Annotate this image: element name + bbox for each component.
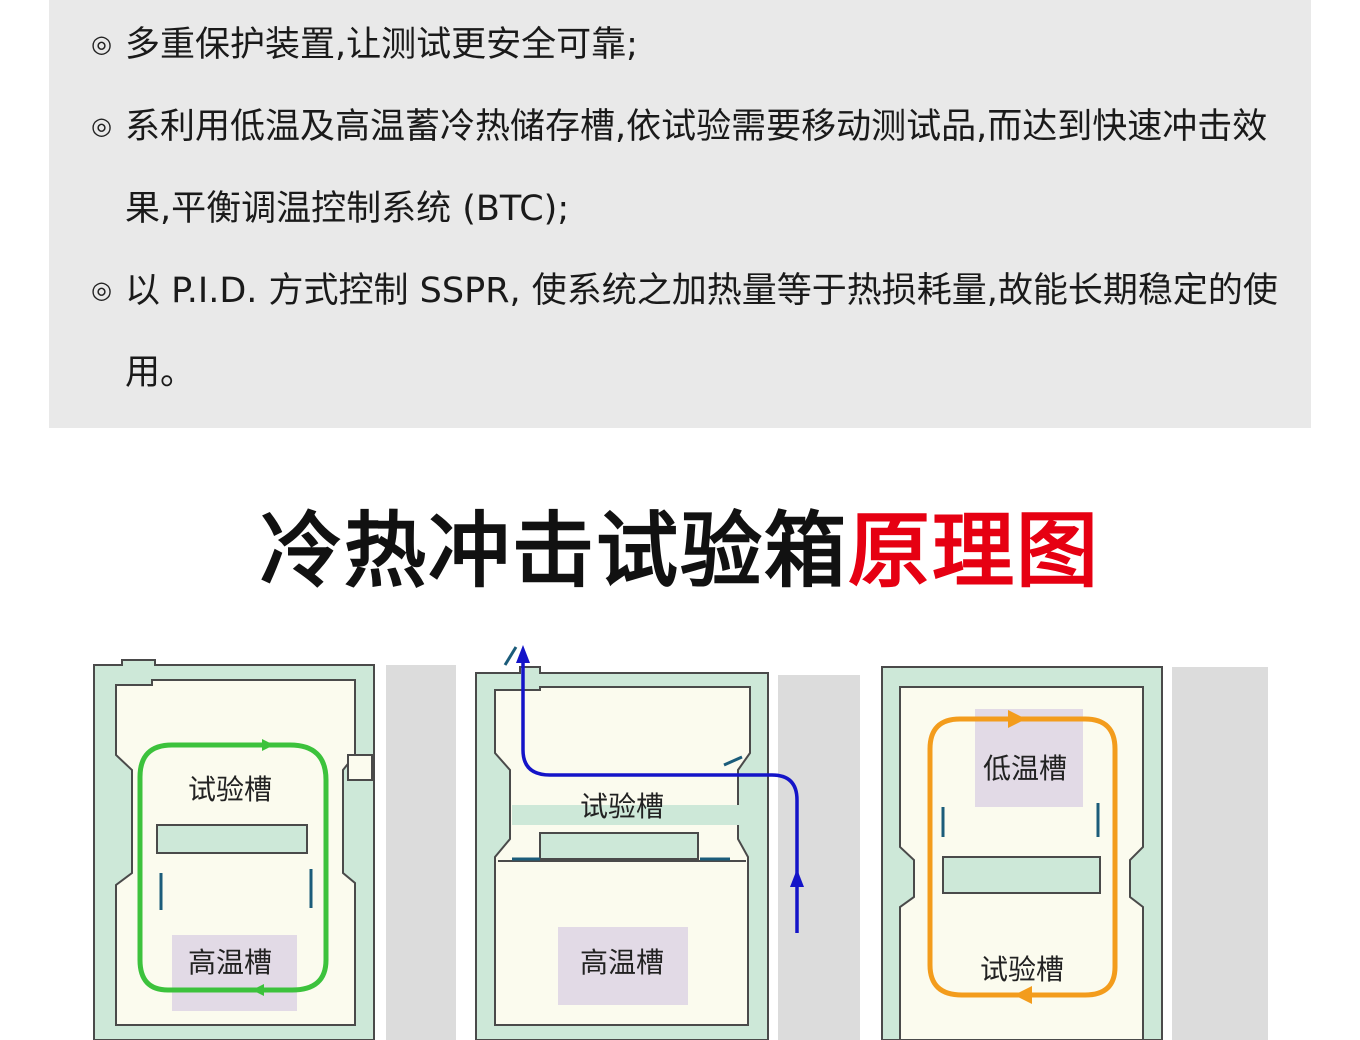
arrow-icon	[1008, 710, 1026, 728]
chamber-label-box	[975, 709, 1083, 807]
feature-text: 多重保护装置,让测试更安全可靠;	[125, 25, 638, 65]
backdrop-strip	[386, 665, 456, 1040]
arrow-icon	[252, 984, 264, 996]
partition-plate	[942, 856, 1101, 894]
partition-plate	[156, 824, 308, 854]
chamber-label: 试验槽	[980, 953, 1064, 986]
chamber-label: 试验槽	[188, 773, 272, 806]
feature-item: ◎ 以 P.I.D. 方式控制 SSPR, 使系统之加热量等于热损耗量,故能长期…	[91, 250, 1281, 414]
backdrop-strip	[1172, 667, 1268, 1040]
airflow-path	[521, 655, 799, 933]
chamber-label-box	[172, 935, 297, 1011]
chamber-label-box	[558, 927, 688, 1005]
chamber-label: 高温槽	[188, 946, 272, 979]
chamber-label: 低温槽	[983, 752, 1067, 785]
feature-item: ◎ 多重保护装置,让测试更安全可靠;	[91, 4, 1281, 86]
feature-text: 以 P.I.D. 方式控制 SSPR, 使系统之加热量等于热损耗量,故能长期稳定…	[125, 271, 1278, 393]
arrow-icon	[790, 869, 804, 887]
arrow-icon	[1014, 986, 1032, 1004]
chamber-label: 试验槽	[580, 790, 664, 823]
diagram-panel-3: 低温槽 试验槽	[881, 666, 1163, 1040]
page-title: 冷热冲击试验箱原理图	[0, 497, 1360, 607]
diagram-panel-1: 试验槽 高温槽	[93, 659, 375, 1040]
feature-item: ◎ 系利用低温及高温蓄冷热储存槽,依试验需要移动测试品,而达到快速冲击效果,平衡…	[91, 86, 1281, 250]
title-main: 冷热冲击试验箱	[259, 504, 848, 599]
airflow-loop	[137, 742, 329, 993]
diagram-panel-2: 试验槽 高温槽	[475, 645, 804, 1040]
circle-bullet-icon: ◎	[91, 30, 112, 58]
backdrop-strip	[778, 675, 860, 1040]
feature-text: 系利用低温及高温蓄冷热储存槽,依试验需要移动测试品,而达到快速冲击效果,平衡调温…	[125, 107, 1268, 229]
circle-bullet-icon: ◎	[91, 276, 112, 304]
circle-bullet-icon: ◎	[91, 112, 112, 140]
arrow-icon	[262, 739, 274, 751]
principle-diagram: 试验槽 高温槽 试验槽 高温槽 低温槽 试验槽	[93, 645, 1268, 1040]
partition-plate	[539, 832, 699, 860]
chamber-label: 高温槽	[580, 946, 664, 979]
features-panel: ◎ 多重保护装置,让测试更安全可靠; ◎ 系利用低温及高温蓄冷热储存槽,依试验需…	[49, 0, 1311, 428]
title-highlight: 原理图	[848, 504, 1101, 599]
arrow-icon	[516, 645, 530, 663]
